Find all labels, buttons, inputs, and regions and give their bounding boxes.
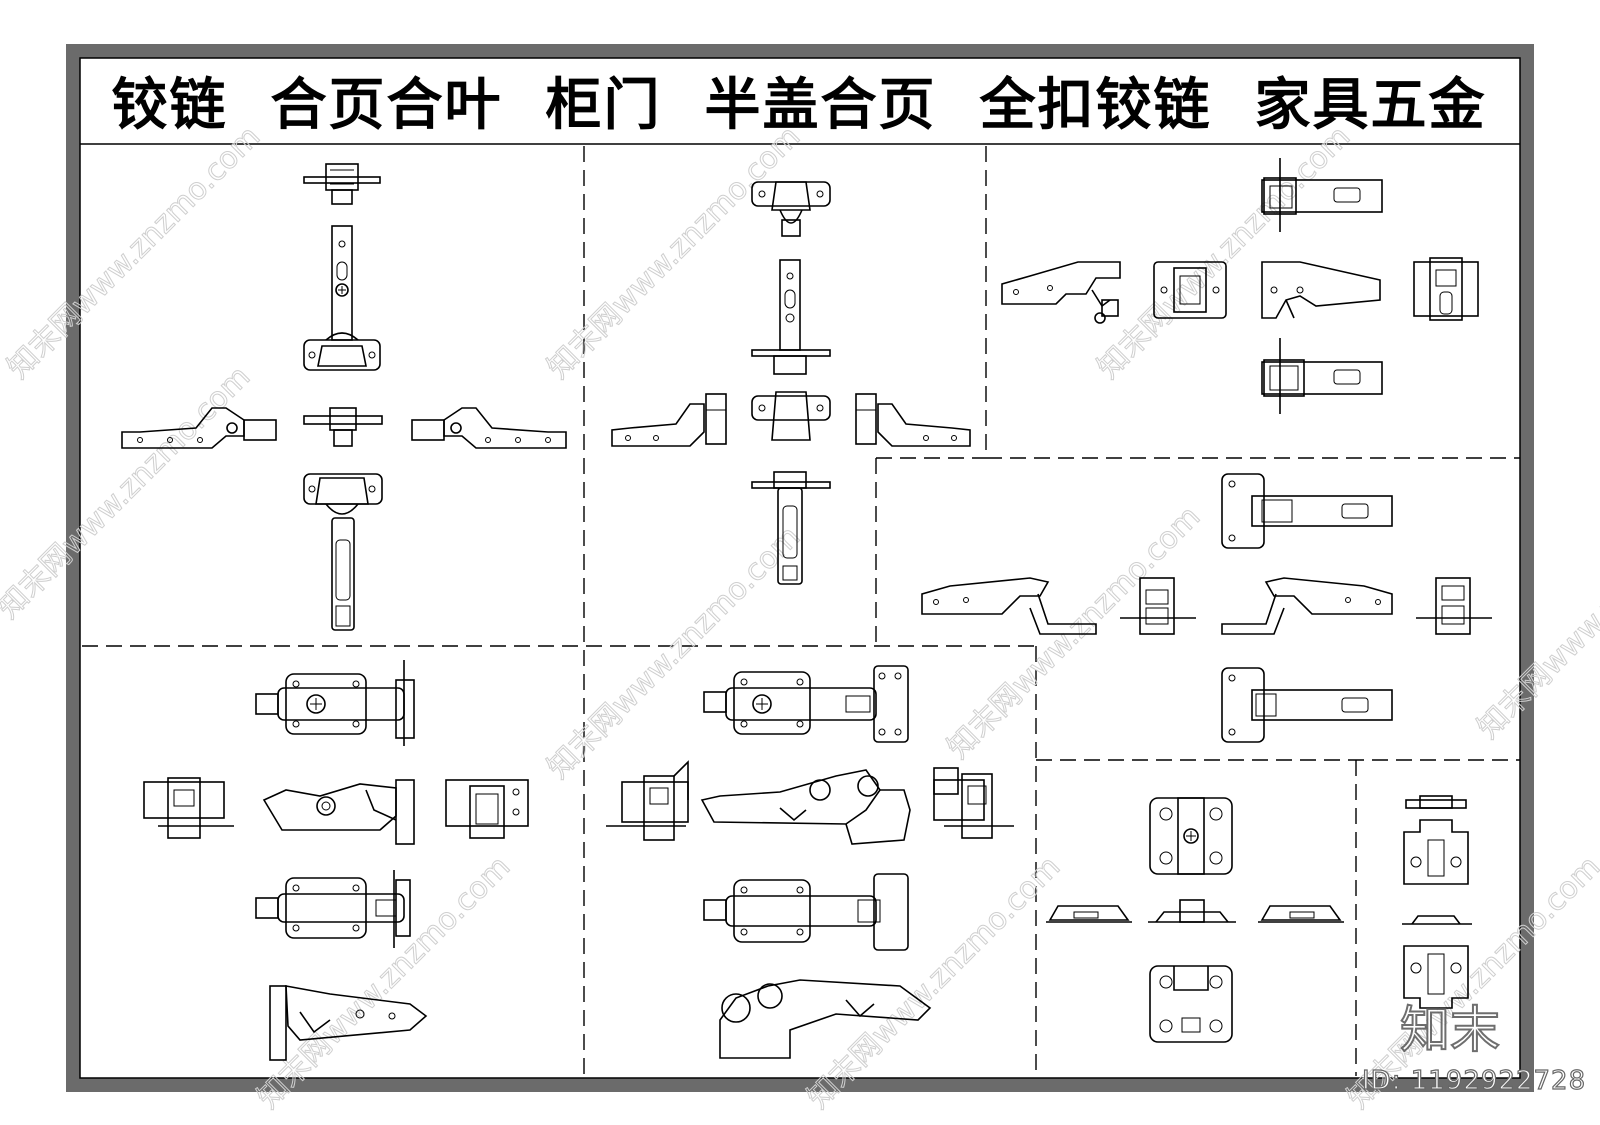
hinge4-bottom-plan xyxy=(1221,667,1393,743)
clip-base-bottom xyxy=(1403,945,1469,1009)
section-dividers xyxy=(82,146,1520,1076)
clip-base-top xyxy=(1405,795,1467,809)
hinge-side-left xyxy=(121,407,277,449)
section-6-hinge-views xyxy=(606,665,1014,1059)
hinge-center-view xyxy=(303,407,383,447)
hinge-cup-bottom xyxy=(303,473,383,631)
section-5-hinge-views xyxy=(143,660,529,1061)
section-2-hinge-views xyxy=(611,181,971,585)
hinge5-front-left xyxy=(143,777,234,839)
hinge2-center-cup xyxy=(751,391,831,441)
hinge6-bottom-profile xyxy=(719,979,932,1059)
base-plate-top xyxy=(1149,797,1233,875)
hinge4-side-right xyxy=(1221,577,1393,635)
section-4-hinge-views xyxy=(921,473,1492,743)
hinge5-top-plan xyxy=(255,660,415,746)
base-side-left xyxy=(1046,905,1132,923)
hinge2-side-left xyxy=(611,393,727,447)
hinge4-top-plan xyxy=(1221,473,1393,549)
base-plate-bottom xyxy=(1149,965,1233,1043)
hinge2-arm-vertical xyxy=(751,259,831,375)
hinge3-mount-plate xyxy=(1153,261,1227,319)
clip-base-side xyxy=(1402,915,1472,925)
hinge-top-view xyxy=(303,163,381,205)
hinge4-end-view xyxy=(1416,577,1492,635)
section-7-hinge-bases xyxy=(1046,797,1344,1043)
hinge4-side-left xyxy=(921,577,1097,635)
clip-base-plan xyxy=(1403,819,1469,885)
section-3-hinge-views xyxy=(1001,158,1479,414)
hinge6-front-left xyxy=(606,760,689,841)
hinge3-side-left xyxy=(1001,261,1121,324)
hinge2-side-right xyxy=(855,393,971,447)
base-front-center xyxy=(1148,899,1236,923)
hinge3-side-right xyxy=(1261,261,1381,319)
hinge5-bottom-profile xyxy=(269,985,428,1061)
hinge6-top-plan xyxy=(703,665,909,743)
hinge-side-right xyxy=(411,407,567,449)
hinge3-top-plan xyxy=(1261,158,1383,232)
hinge5-bottom-plan xyxy=(255,870,411,948)
hinge6-bottom-plan xyxy=(703,873,909,951)
hinge3-bottom-plan xyxy=(1261,338,1383,414)
image-id-label: ID: 1192922728 xyxy=(1361,1065,1587,1096)
hinge2-top-cup xyxy=(751,181,831,237)
section-1-hinge-views xyxy=(121,163,567,631)
hinge2-arm-bottom xyxy=(751,471,831,585)
section-8-clip-base xyxy=(1402,795,1472,1009)
hinge5-mount-plate xyxy=(445,779,529,839)
hinge6-side-profile xyxy=(700,769,911,845)
hinge4-front-view xyxy=(1120,577,1196,635)
hinge6-front-right xyxy=(933,767,1014,839)
page-title: 铰链 合页合叶 柜门 半盖合页 全扣铰链 家具五金 xyxy=(111,72,1487,138)
hinge5-side-profile xyxy=(262,779,415,845)
brand-logo: 知末 xyxy=(1399,1000,1501,1060)
hinge-arm-vertical xyxy=(303,225,381,371)
hinge3-front-view xyxy=(1413,257,1479,321)
base-side-right xyxy=(1258,905,1344,923)
